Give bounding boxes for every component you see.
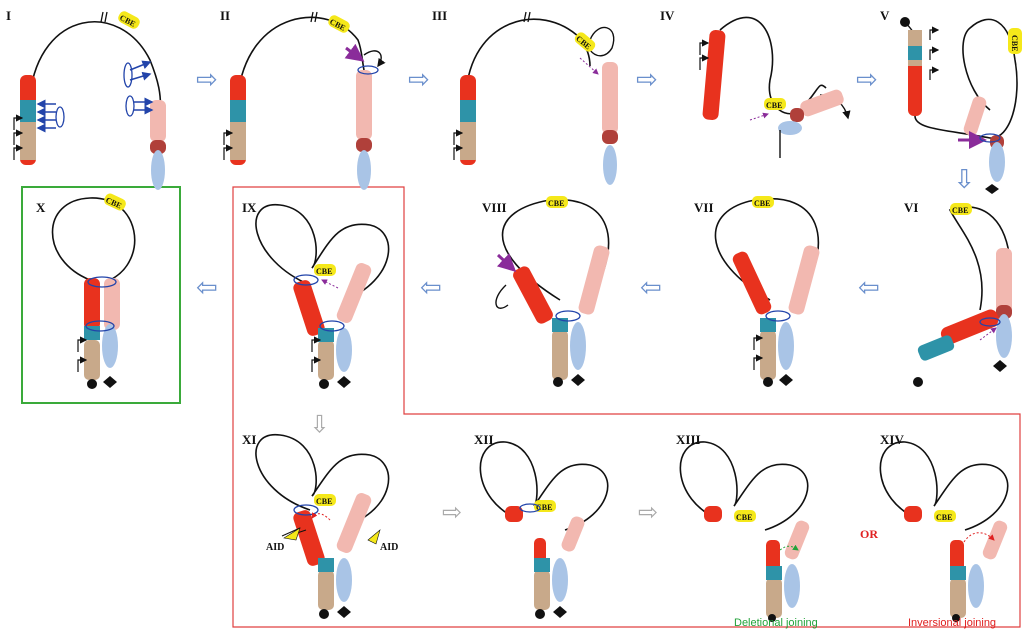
panel-xiii: XIII CBE Deletional joining — [676, 432, 818, 629]
panel-label: XII — [474, 432, 494, 447]
deletional-caption: Deletional joining — [734, 617, 818, 629]
panel-label: V — [880, 8, 890, 23]
cbe-label: CBE — [754, 199, 770, 208]
panel-label: III — [432, 8, 447, 23]
cbe-label: CBE — [536, 503, 552, 512]
cbe-label: CBE — [1010, 35, 1019, 51]
step-arrow: ⇨ — [636, 65, 658, 95]
panel-label: XIII — [676, 432, 701, 447]
panel-x: X CBE — [36, 193, 136, 389]
panel-ix: IX CBE — [242, 200, 390, 389]
step-arrow: ⇨ — [408, 65, 430, 95]
panel-label: IX — [242, 200, 257, 215]
step-arrow: ⇦ — [420, 273, 442, 303]
cbe-label: CBE — [952, 206, 968, 215]
panel-label: X — [36, 200, 46, 215]
panel-vii: VII CBE — [694, 196, 820, 387]
step-arrow: ⇦ — [640, 273, 662, 303]
cbe-label: CBE — [736, 513, 752, 522]
panel-xi: XI CBE AID AID — [242, 432, 398, 619]
panel-viii: VIII CBE — [482, 196, 610, 387]
cbe-label: CBE — [104, 195, 123, 210]
cbe-label: CBE — [316, 267, 332, 276]
panel-i: I CBE — [6, 8, 166, 190]
panel-ii: II CBE — [220, 8, 386, 190]
step-arrow: ⇨ — [196, 65, 218, 95]
panel-xiv: XIV CBE Inversional joining — [879, 432, 1009, 629]
panel-x-frame — [21, 186, 181, 404]
step-arrow: ⇦ — [858, 273, 880, 303]
panel-vi: VI CBE — [904, 200, 1012, 387]
cbe-label: CBE — [936, 513, 952, 522]
panel-label: I — [6, 8, 11, 23]
panel-label: VII — [694, 200, 714, 215]
panel-v: V CBE — [880, 8, 1022, 194]
step-arrow-dashed: ⇨ — [306, 414, 334, 434]
panel-label: II — [220, 8, 230, 23]
aid-label: AID — [380, 542, 398, 553]
step-arrow-dashed: ⇨ — [442, 498, 462, 526]
inversional-caption: Inversional joining — [908, 617, 996, 629]
panel-xii: XII CBE — [474, 432, 609, 619]
step-arrow: ⇨ — [856, 65, 878, 95]
step-arrow: ⇨ — [949, 168, 979, 190]
aid-label: AID — [266, 542, 284, 553]
pathway-frame — [232, 186, 1021, 628]
cbe-label: CBE — [766, 101, 782, 110]
panel-label: IV — [660, 8, 675, 23]
cbe-label: CBE — [548, 199, 564, 208]
panel-label: XIV — [880, 432, 904, 447]
panel-iii: III CBE — [432, 8, 618, 185]
cbe-label: CBE — [316, 497, 332, 506]
panel-iv: IV CBE — [660, 8, 851, 158]
or-label: OR — [860, 527, 878, 541]
panel-label: XI — [242, 432, 256, 447]
panel-label: VI — [904, 200, 918, 215]
step-arrow-dashed: ⇨ — [638, 498, 658, 526]
panel-label: VIII — [482, 200, 507, 215]
step-arrow: ⇦ — [196, 273, 218, 303]
